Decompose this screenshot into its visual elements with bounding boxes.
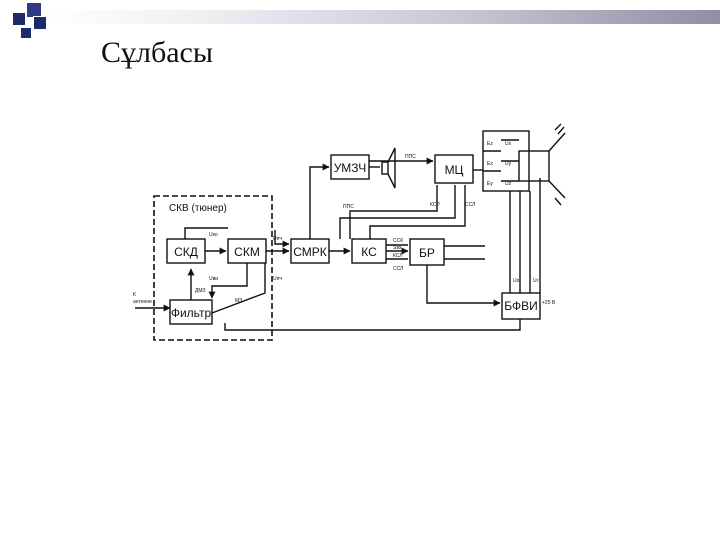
signal-mz: МЗ <box>235 298 242 304</box>
signal-uko: Uко <box>209 232 218 238</box>
signal-uy: Uy <box>505 161 512 167</box>
block-smrk-label: СМРК <box>293 245 327 259</box>
block-ks-label: КС <box>361 245 377 259</box>
signal-ssk: ССК <box>393 238 403 244</box>
header-gradient-bar <box>46 10 720 24</box>
block-bfvi-frame <box>501 292 541 320</box>
signal-ssl-low: ССЛ <box>393 266 403 272</box>
signal-uz: Uz <box>505 181 512 187</box>
block-mc-label: МЦ <box>445 163 464 177</box>
signal-ur: Uг <box>533 278 539 284</box>
crt-neck <box>554 123 565 206</box>
signal-dmz: ДМЗ <box>195 288 206 294</box>
block-bfvi-label: БФВИ <box>504 299 538 313</box>
signal-uo: Uо <box>513 278 520 284</box>
signal-ez: Ez <box>487 141 493 147</box>
signal-upch-low: Uпч <box>273 276 282 282</box>
signal-uvch: Uпч <box>273 236 282 242</box>
signal-sbh: Sвх <box>393 245 402 251</box>
matrix-frame <box>482 130 530 192</box>
block-skm-label: СКМ <box>234 245 260 259</box>
signal-antenne: антенне <box>133 299 152 305</box>
slide-title: Сұлбасы <box>101 36 214 69</box>
block-skd-label: СКД <box>174 245 198 259</box>
signal-ppc-mid: ППС <box>343 204 354 210</box>
signal-ssl-top: ССЛ <box>465 202 475 208</box>
signal-ey: Ey <box>487 181 493 187</box>
block-mc-frame <box>434 154 474 184</box>
tuner-group-label: СКВ (тюнер) <box>169 203 227 214</box>
signal-ex: Ex <box>487 161 493 167</box>
signal-ksr: КСР <box>430 202 440 208</box>
block-umzch-label: УМЗЧ <box>334 161 367 175</box>
signal-ppc-top: ППС <box>405 154 416 160</box>
signal-ux: Ux <box>505 141 512 147</box>
signal-plus25: +25 В <box>542 300 556 306</box>
speaker-cone <box>387 147 396 189</box>
decor-square-4 <box>20 27 32 39</box>
crt-tube <box>548 132 566 199</box>
signal-ksl: КСЛ <box>393 253 403 259</box>
crt-frame <box>518 150 550 182</box>
tuner-group-frame <box>153 195 273 341</box>
signal-uvi: Uви <box>209 276 218 282</box>
decor-square-3 <box>33 16 47 30</box>
block-diagram: СКД СКМ Фильтр СМРК КС БР УМЗЧ МЦ БФВИ С… <box>133 123 566 341</box>
block-filter-label: Фильтр <box>171 306 212 320</box>
block-br-label: БР <box>419 246 435 260</box>
decor-square-1 <box>12 12 26 26</box>
signal-k-antenne: К <box>133 292 136 298</box>
speaker-body <box>381 161 389 175</box>
